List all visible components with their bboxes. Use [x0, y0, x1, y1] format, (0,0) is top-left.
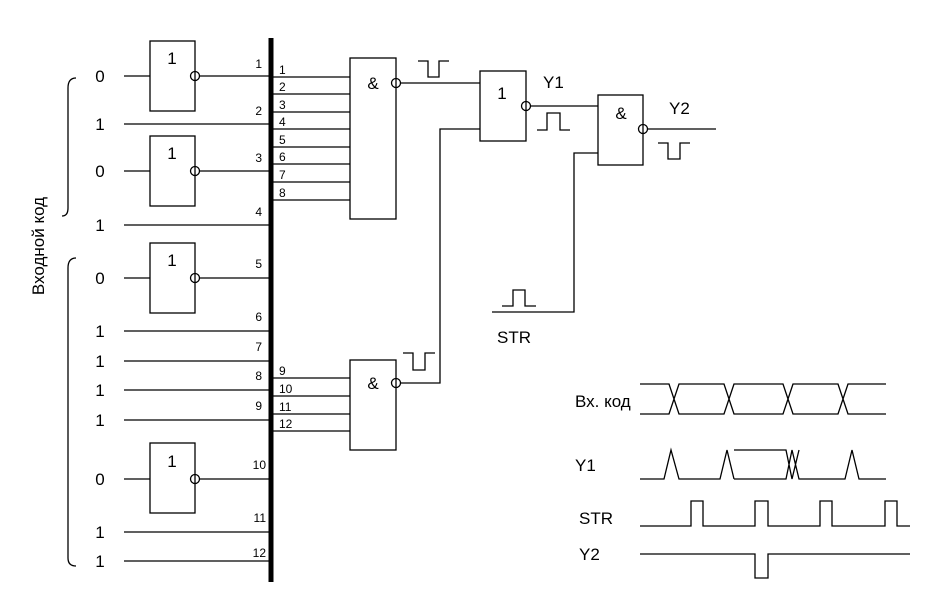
- input-bit: 1: [95, 216, 104, 235]
- and1-input-numbers: 1 2 3 4 5 6 7 8: [279, 63, 286, 200]
- svg-text:3: 3: [279, 98, 286, 112]
- svg-text:1: 1: [167, 49, 176, 68]
- svg-text:6: 6: [255, 310, 262, 324]
- and1-input-wires: [273, 76, 350, 201]
- input-bit: 1: [95, 381, 104, 400]
- wave-input-code: [640, 383, 886, 415]
- pulse-y2-icon: [658, 142, 690, 160]
- svg-text:&: &: [615, 104, 627, 123]
- inverter-2: 1: [149, 135, 201, 207]
- input-wires: [124, 75, 270, 562]
- bus-numbers-left: 1 2 3 4 5 6 7 8 9 10 11 12: [253, 57, 267, 560]
- svg-text:4: 4: [279, 115, 286, 129]
- svg-text:6: 6: [279, 150, 286, 164]
- timing-label-y2: Y2: [579, 545, 600, 564]
- svg-text:2: 2: [255, 104, 262, 118]
- wave-y1: [640, 447, 886, 480]
- svg-text:8: 8: [255, 369, 262, 383]
- svg-text:10: 10: [253, 458, 267, 472]
- pulse-str-icon: [502, 289, 536, 307]
- and2-input-wires: [273, 377, 350, 432]
- svg-text:10: 10: [279, 382, 293, 396]
- svg-text:11: 11: [279, 400, 292, 414]
- svg-text:5: 5: [279, 133, 286, 147]
- input-bit: 0: [95, 162, 104, 181]
- svg-text:1: 1: [167, 144, 176, 163]
- svg-text:5: 5: [255, 257, 262, 271]
- and-gate-2: &: [349, 359, 402, 451]
- input-bit: 1: [95, 352, 104, 371]
- wave-y2: [640, 553, 910, 579]
- timing-label-y1: Y1: [575, 456, 596, 475]
- str-wire: [492, 152, 598, 313]
- input-bit: 1: [95, 411, 104, 430]
- svg-text:1: 1: [255, 57, 262, 71]
- svg-text:7: 7: [255, 340, 262, 354]
- brace-bottom: [67, 257, 77, 567]
- input-bit: 1: [95, 552, 104, 571]
- input-code-label: Входной код: [29, 197, 48, 295]
- svg-text:&: &: [367, 74, 379, 93]
- and-gate-1: &: [349, 57, 402, 220]
- svg-text:12: 12: [279, 417, 293, 431]
- or-gate: 1: [479, 70, 532, 142]
- timing-label-input: Вх. код: [575, 392, 631, 411]
- svg-text:7: 7: [279, 168, 286, 182]
- svg-text:8: 8: [279, 186, 286, 200]
- timing-label-str: STR: [579, 509, 613, 528]
- input-bit: 1: [95, 322, 104, 341]
- input-bit: 1: [95, 523, 104, 542]
- input-bit: 1: [95, 115, 104, 134]
- svg-text:11: 11: [254, 511, 267, 525]
- svg-text:9: 9: [279, 364, 286, 378]
- input-bit: 0: [95, 67, 104, 86]
- brace-top: [61, 77, 77, 217]
- pulse-and2-icon: [403, 352, 435, 371]
- input-bit: 0: [95, 269, 104, 288]
- inverter-4: 1: [149, 442, 201, 514]
- str-label: STR: [497, 328, 531, 347]
- svg-text:9: 9: [255, 399, 262, 413]
- pulse-y1-icon: [537, 112, 570, 131]
- input-bits: 0 1 0 1 0 1 1 1 1 0 1 1: [95, 67, 104, 571]
- inverter-1: 1: [149, 40, 201, 112]
- y1-label: Y1: [543, 73, 564, 92]
- and-gate-3: &: [597, 94, 649, 166]
- svg-text:1: 1: [279, 63, 286, 77]
- svg-text:2: 2: [279, 80, 286, 94]
- and2-output-wire: [400, 128, 480, 384]
- svg-text:3: 3: [255, 151, 262, 165]
- svg-text:1: 1: [167, 452, 176, 471]
- y2-label: Y2: [669, 99, 690, 118]
- svg-text:4: 4: [255, 205, 262, 219]
- pulse-and1-icon: [418, 60, 449, 78]
- svg-text:&: &: [367, 374, 379, 393]
- svg-text:12: 12: [253, 546, 267, 560]
- input-bit: 0: [95, 470, 104, 489]
- and2-input-numbers: 9 10 11 12: [279, 364, 293, 431]
- svg-text:1: 1: [497, 84, 506, 103]
- wave-str: [640, 500, 910, 527]
- inverter-3: 1: [149, 242, 201, 314]
- timing-diagram: Вх. код Y1 STR Y2: [575, 383, 910, 579]
- svg-text:1: 1: [167, 251, 176, 270]
